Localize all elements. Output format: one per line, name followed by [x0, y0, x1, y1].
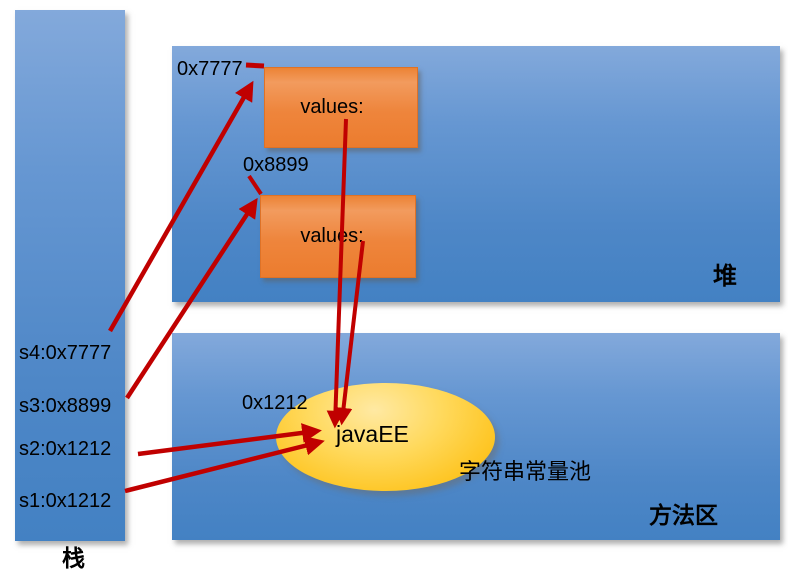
heap-object-1-content: values: [300, 96, 364, 118]
stack-title: 栈 [62, 545, 85, 571]
heap-object-2-content: values: [300, 225, 364, 247]
stack-frame-s3: s3:0x8899 [19, 395, 112, 417]
heap-title: 堆 [713, 263, 737, 290]
heap-object-2-address: 0x8899 [243, 154, 309, 176]
heap-object-2: values: [260, 195, 416, 278]
string-pool-value: javaEE [336, 421, 409, 447]
stack-frame-s1: s1:0x1212 [19, 490, 112, 512]
string-pool-address: 0x1212 [242, 392, 308, 414]
heap-object-1-address: 0x7777 [177, 58, 243, 80]
stack-frame-s4: s4:0x7777 [19, 342, 112, 364]
heap-object-1: values: [264, 67, 418, 148]
string-pool-label: 字符串常量池 [459, 459, 592, 484]
method-area-title: 方法区 [649, 502, 718, 528]
stack-frame-s2: s2:0x1212 [19, 438, 112, 460]
stack-box [15, 10, 125, 541]
